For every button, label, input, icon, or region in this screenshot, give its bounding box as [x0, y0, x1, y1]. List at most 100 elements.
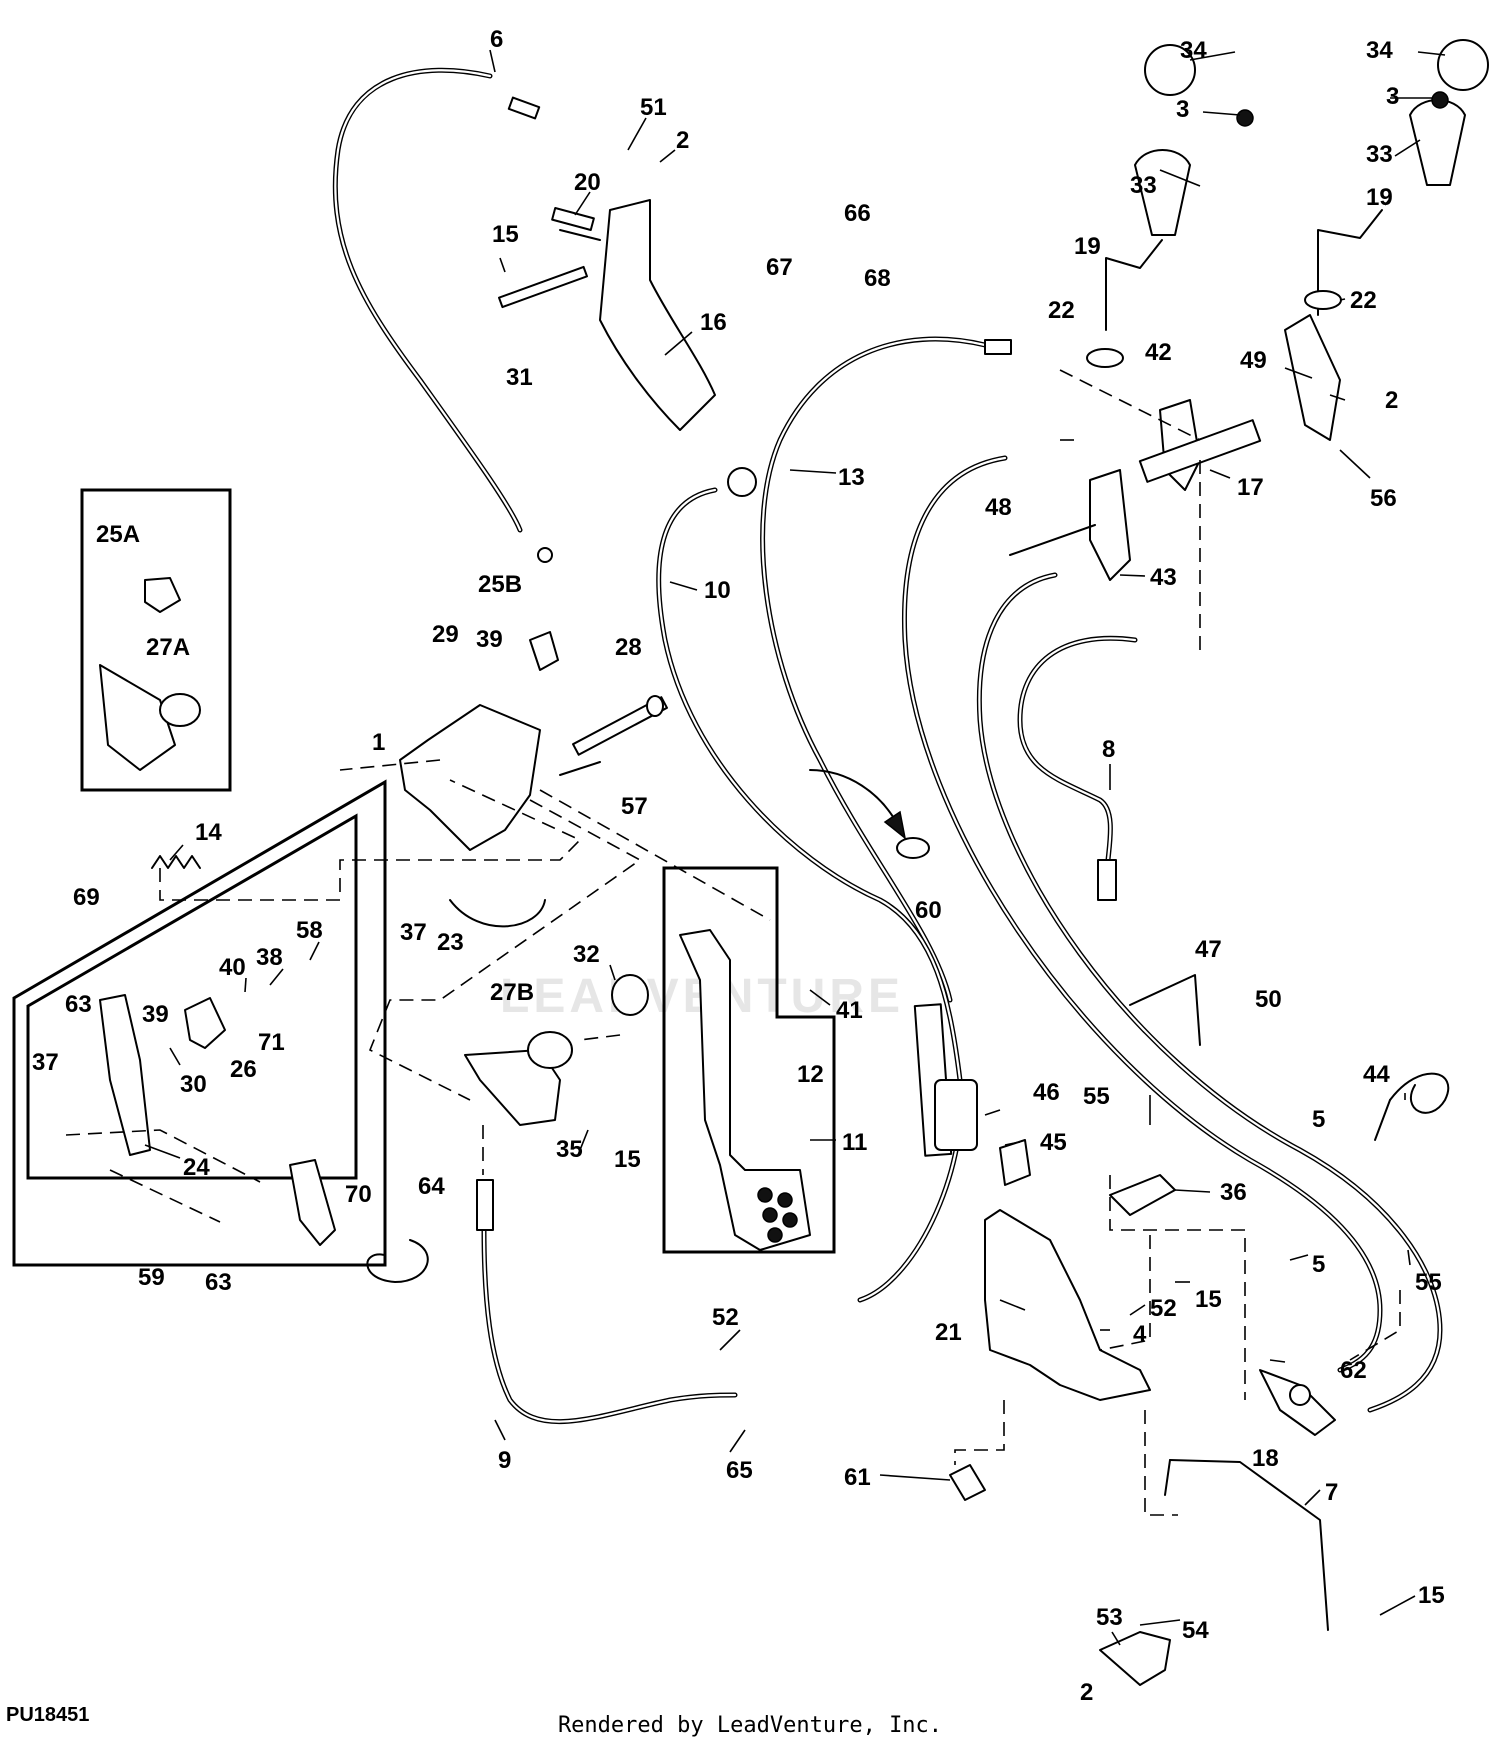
- plate-53: [1099, 1631, 1171, 1686]
- callout-71: 71: [258, 1029, 285, 1056]
- callout-52: 52: [1150, 1295, 1177, 1322]
- plate-24: [99, 994, 151, 1156]
- shaft-28: [572, 695, 668, 756]
- callout-58: 58: [296, 917, 323, 944]
- inner-box-59: [26, 813, 358, 1180]
- cable-13: [760, 336, 1012, 1003]
- callout-52: 52: [712, 1304, 739, 1331]
- callout-45: 45: [1040, 1129, 1067, 1156]
- callout-46: 46: [1033, 1079, 1060, 1106]
- callout-9: 9: [498, 1447, 511, 1474]
- clip-60: [896, 837, 930, 859]
- leader-lines: [144, 49, 1446, 1646]
- callout-63: 63: [205, 1269, 232, 1296]
- link-18: [1259, 1369, 1336, 1436]
- callout-17: 17: [1237, 474, 1264, 501]
- callout-47: 47: [1195, 936, 1222, 963]
- bracket-21: [984, 1209, 1151, 1401]
- callout-42: 42: [1145, 339, 1172, 366]
- inset-part-27a: [99, 664, 201, 771]
- callout-64: 64: [418, 1173, 445, 1200]
- spring-32: [611, 974, 649, 1016]
- callout-25A: 25A: [96, 521, 140, 548]
- callout-39: 39: [142, 1001, 169, 1028]
- callout-62: 62: [1340, 1357, 1367, 1384]
- callout-37: 37: [400, 919, 427, 946]
- callout-3: 3: [1386, 83, 1399, 110]
- rod-7: [1164, 1459, 1329, 1631]
- callout-44: 44: [1363, 1061, 1390, 1088]
- callout-26: 26: [230, 1056, 257, 1083]
- cam-27b: [464, 1031, 573, 1126]
- shift-rods-19: [1105, 209, 1383, 331]
- callout-70: 70: [345, 1181, 372, 1208]
- latch-25b: [529, 631, 559, 671]
- callout-32: 32: [573, 941, 600, 968]
- reference-arrow: [809, 769, 907, 840]
- callout-15: 15: [614, 1146, 641, 1173]
- callout-68: 68: [864, 265, 891, 292]
- callout-67: 67: [766, 254, 793, 281]
- callout-24: 24: [183, 1154, 210, 1181]
- pin-31: [498, 265, 588, 309]
- cable-9: [476, 1179, 738, 1425]
- callout-56: 56: [1370, 485, 1397, 512]
- callout-19: 19: [1074, 233, 1101, 260]
- pedal-box-11: [662, 866, 836, 1254]
- spring-14: [151, 855, 201, 869]
- callout-31: 31: [506, 364, 533, 391]
- bushings-22: [1086, 290, 1342, 368]
- callout-8: 8: [1102, 736, 1115, 763]
- callout-53: 53: [1096, 1604, 1123, 1631]
- callout-41: 41: [836, 997, 863, 1024]
- bracket-42: [1089, 399, 1201, 581]
- callout-33: 33: [1130, 172, 1157, 199]
- callout-35: 35: [556, 1136, 583, 1163]
- callout-59: 59: [138, 1264, 165, 1291]
- callout-15: 15: [1418, 1582, 1445, 1609]
- callout-19: 19: [1366, 184, 1393, 211]
- callout-18: 18: [1252, 1445, 1279, 1472]
- callout-5: 5: [1312, 1251, 1325, 1278]
- callout-4: 4: [1133, 1321, 1147, 1348]
- callout-10: 10: [704, 577, 731, 604]
- callout-55: 55: [1415, 1269, 1442, 1296]
- callout-22: 22: [1350, 287, 1377, 314]
- pedal-pad-treads: [757, 1187, 798, 1243]
- cable-6: [332, 67, 553, 563]
- callout-7: 7: [1325, 1479, 1338, 1506]
- callout-57: 57: [621, 793, 648, 820]
- inset-part-25a: [144, 577, 181, 613]
- callout-34: 34: [1366, 37, 1393, 64]
- callout-60: 60: [915, 897, 942, 924]
- pedal-16: [559, 199, 716, 431]
- callout-labels: 6 51 2 20 15 16 31 66 67 68 34 3 33 19 2…: [32, 26, 1445, 1706]
- callout-2: 2: [676, 127, 689, 154]
- bolt-57: [559, 761, 601, 776]
- callout-12: 12: [797, 1061, 824, 1088]
- callout-54: 54: [1182, 1617, 1209, 1644]
- cable-5: [901, 455, 1443, 1413]
- lever-36: [1109, 1174, 1176, 1216]
- callout-20: 20: [574, 169, 601, 196]
- callout-36: 36: [1220, 1179, 1247, 1206]
- bracket-23: [399, 704, 546, 928]
- callout-1: 1: [372, 729, 385, 756]
- callout-2: 2: [1385, 387, 1398, 414]
- callout-14: 14: [195, 819, 222, 846]
- callout-16: 16: [700, 309, 727, 336]
- callout-55: 55: [1083, 1083, 1110, 1110]
- callout-6: 6: [490, 26, 503, 53]
- clamp-61: [949, 1464, 986, 1501]
- callout-5: 5: [1312, 1106, 1325, 1133]
- callout-2: 2: [1080, 1679, 1093, 1706]
- render-credit: Rendered by LeadVenture, Inc.: [557, 1713, 943, 1738]
- callout-28: 28: [615, 634, 642, 661]
- knob-33-right: [1409, 39, 1489, 186]
- callout-15: 15: [492, 221, 519, 248]
- callout-39: 39: [476, 626, 503, 653]
- kit-box-69: [12, 779, 387, 1267]
- callout-23: 23: [437, 929, 464, 956]
- callout-33: 33: [1366, 141, 1393, 168]
